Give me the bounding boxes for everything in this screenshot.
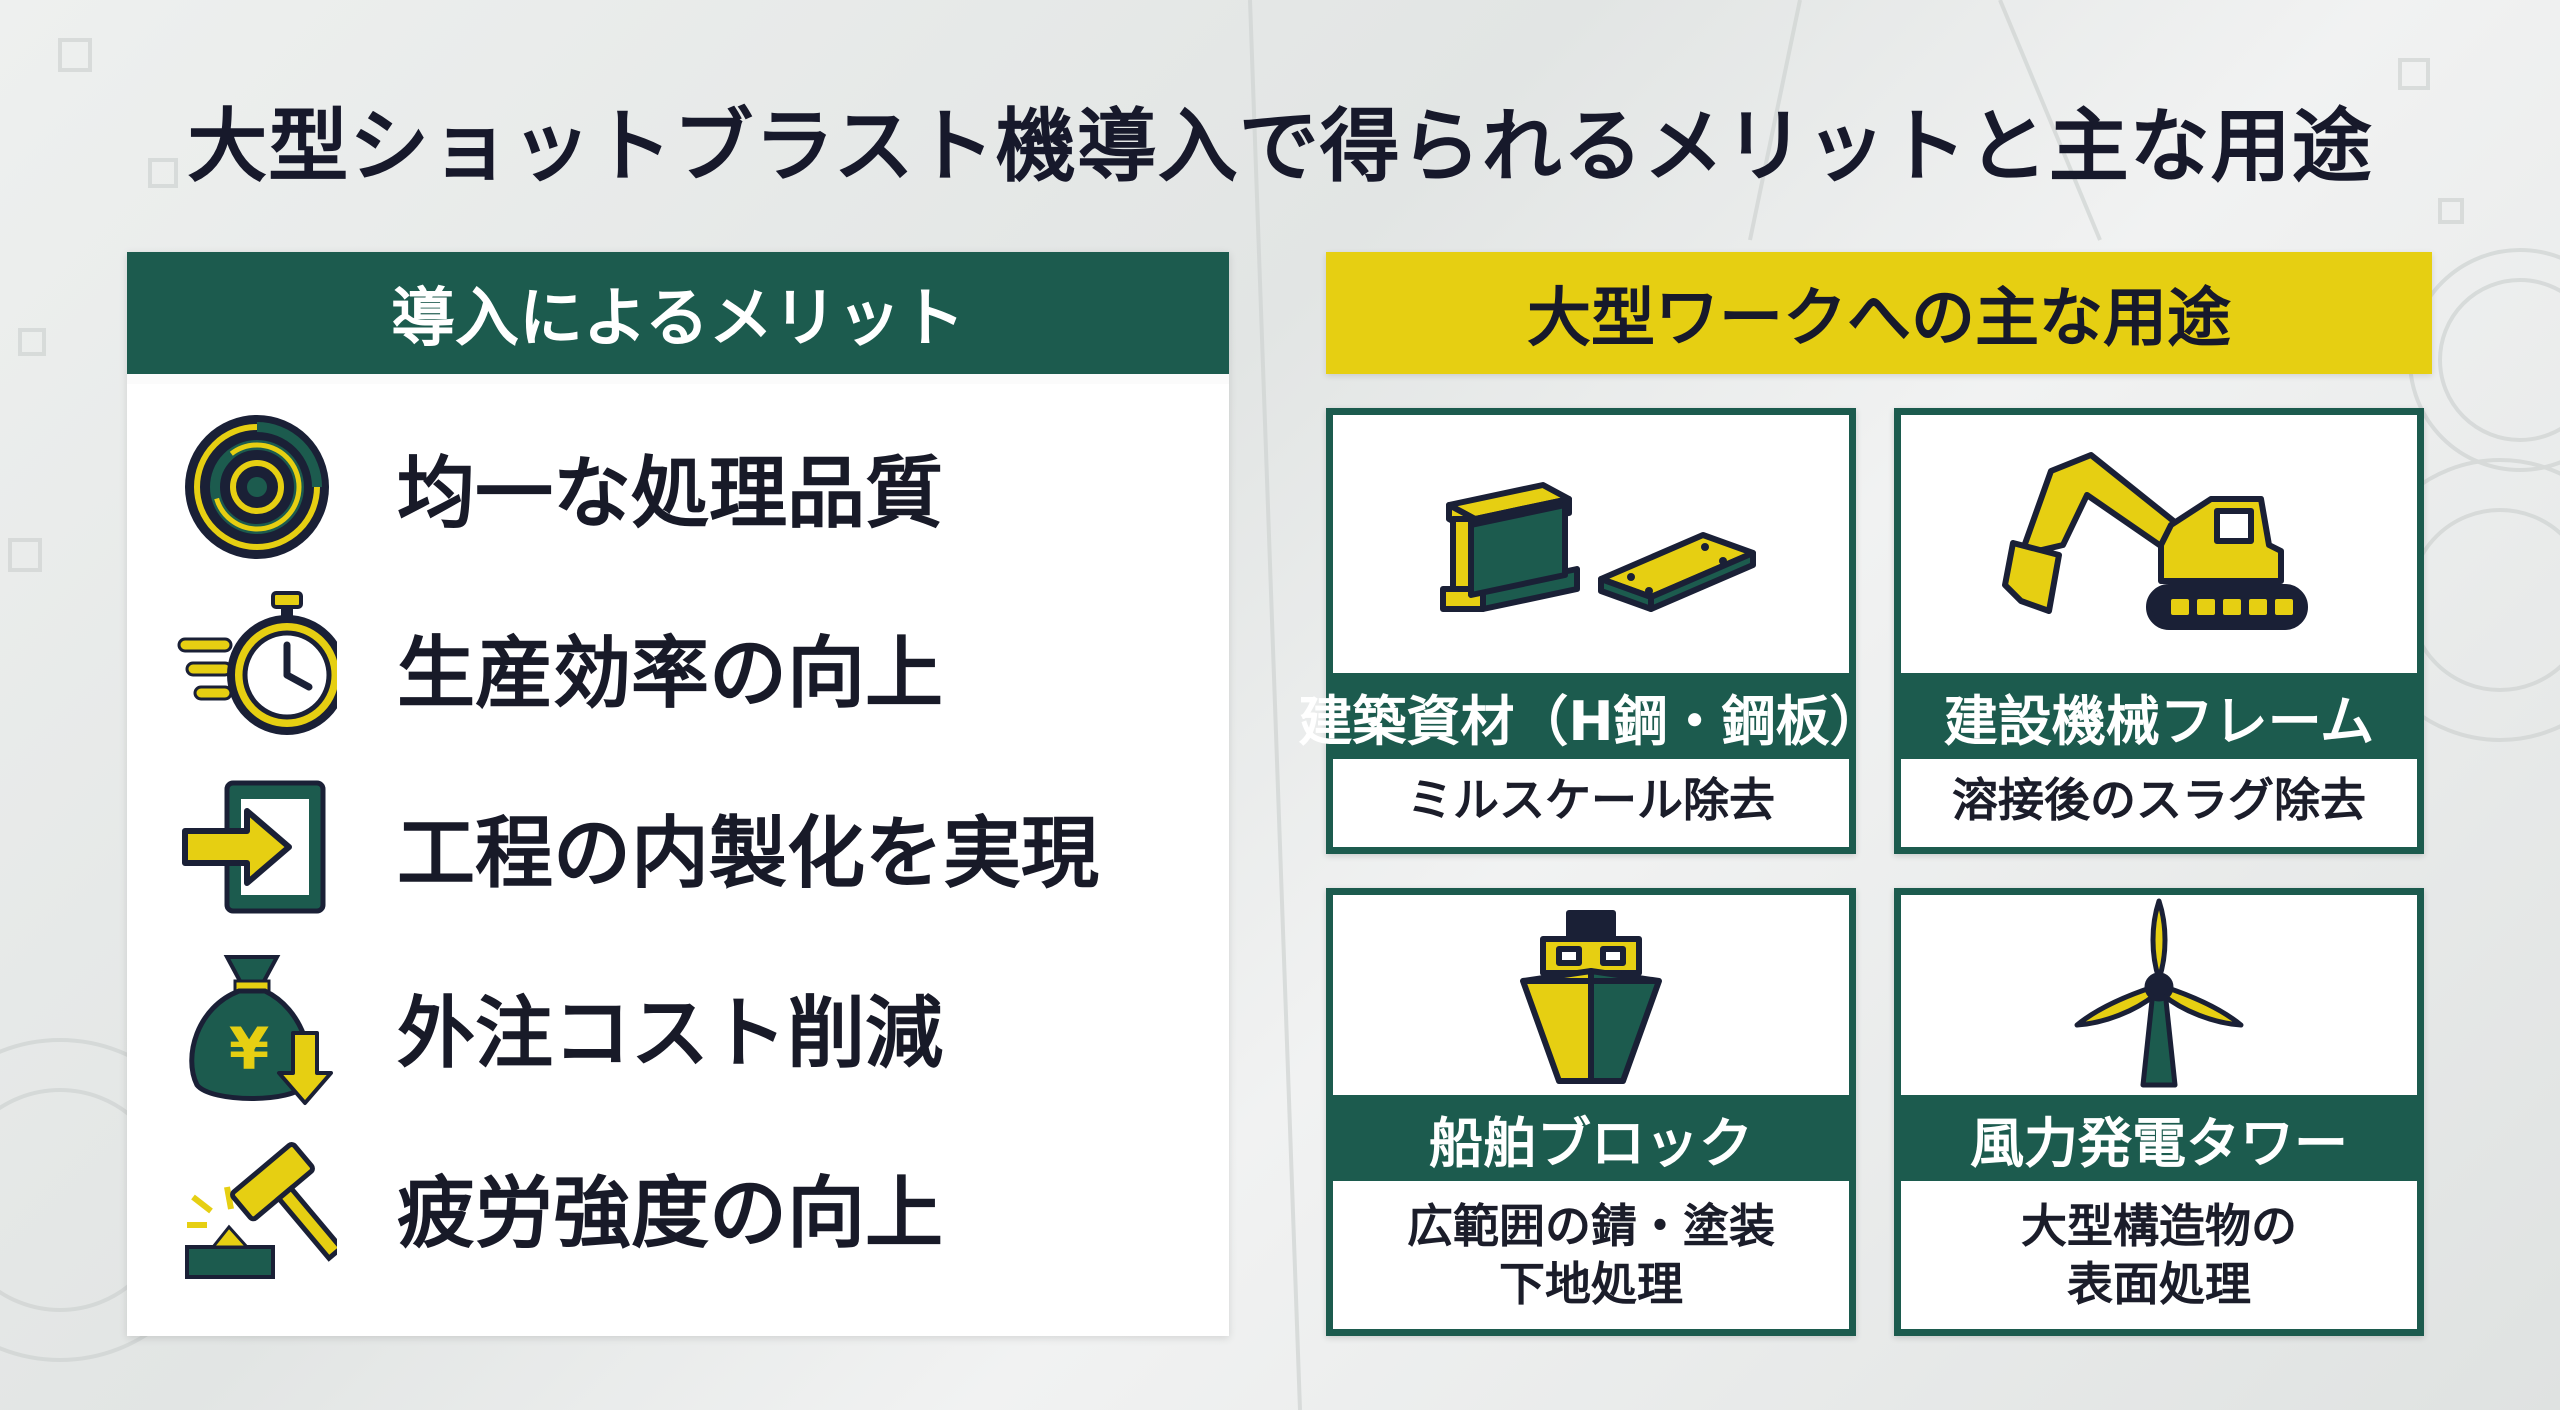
hammer-impact-icon [185,1142,337,1279]
svg-text:¥: ¥ [229,1015,269,1083]
page-title: 大型ショットブラスト機導入で得られるメリットと主な用途 [187,100,2373,193]
merit-label: 均一な処理品質 [397,449,944,539]
merit-label: 生産効率の向上 [397,629,944,719]
wind-turbine-icon [2074,898,2244,1088]
use-card-desc: 広範囲の錆・塗装 下地処理 [1407,1199,1775,1311]
use-card-building-materials: 建築資材（H鋼・鋼板） ミルスケール除去 [1298,408,1884,854]
merits-panel: 導入によるメリット 均一な処理品質 生産効率の向上 [127,252,1229,1336]
stopwatch-icon [177,591,337,735]
use-card-desc: 大型構造物の 表面処理 [2021,1199,2297,1311]
merit-item: 工程の内製化を実現 [127,762,1229,932]
sign-in-icon [182,780,326,914]
use-card-construction-machinery: 建設機械フレーム 溶接後のスラグ除去 [1894,408,2424,854]
use-card-desc: ミルスケール除去 [1407,773,1775,827]
use-card-ship-block: 船舶ブロック 広範囲の錆・塗装 下地処理 [1326,888,1856,1336]
use-card-wind-turbine-tower: 風力発電タワー 大型構造物の 表面処理 [1894,888,2424,1336]
merit-label: 外注コスト削減 [397,989,944,1079]
merits-header: 導入によるメリット [127,252,1229,384]
merit-label: 工程の内製化を実現 [397,809,1100,899]
merit-label: 疲労強度の向上 [397,1169,944,1259]
ship-icon [1520,910,1662,1084]
merit-item: ¥ 外注コスト削減 [127,942,1229,1112]
use-card-title: 風力発電タワー [1901,1095,2417,1181]
target-icon [185,415,329,559]
use-card-title: 船舶ブロック [1333,1095,1849,1181]
merit-item: 疲労強度の向上 [127,1122,1229,1292]
h-beam-steel-plate-icon [1440,482,1756,612]
merit-item: 均一な処理品質 [127,402,1229,572]
merit-item: 生産効率の向上 [127,582,1229,752]
use-card-title: 建設機械フレーム [1901,673,2417,759]
excavator-icon [2002,452,2308,630]
yen-money-bag-icon: ¥ [189,955,333,1105]
use-card-desc: 溶接後のスラグ除去 [1952,773,2366,827]
uses-header: 大型ワークへの主な用途 [1326,252,2432,374]
use-card-title: 建築資材（H鋼・鋼板） [1298,673,1884,759]
